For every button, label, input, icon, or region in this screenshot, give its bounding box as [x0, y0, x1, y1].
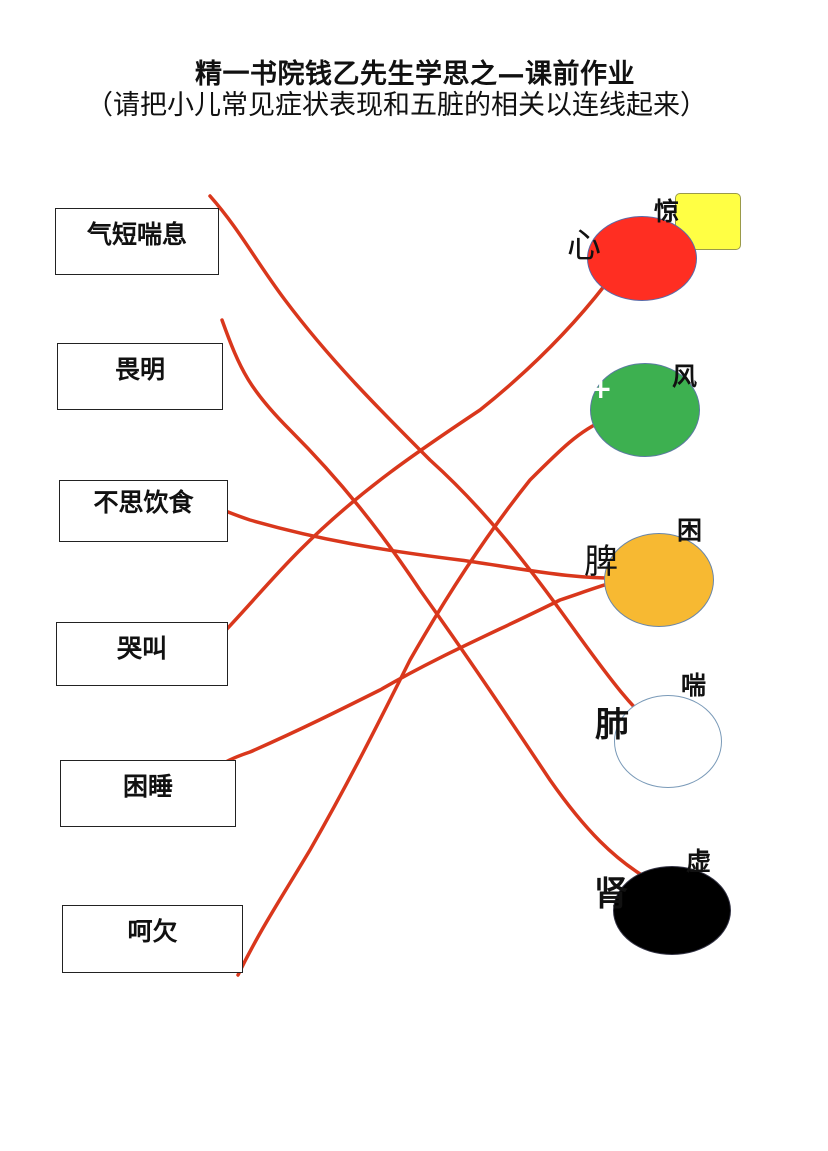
symptom-label: 气短喘息: [86, 220, 187, 249]
organ-label-fei: 肺: [595, 705, 629, 745]
symptom-box-weiming[interactable]: 畏明: [57, 343, 223, 410]
organ-circle-shen[interactable]: [613, 866, 731, 955]
organ-circle-fei[interactable]: [614, 695, 722, 788]
organ-label-shen: 肾: [594, 874, 628, 914]
symptom-label: 哭叫: [116, 634, 167, 663]
organ-circle-xin[interactable]: [587, 216, 697, 301]
line-busi-to-pi: [188, 498, 634, 580]
worksheet-title: 精一书院钱乙先生学思之—课前作业: [195, 59, 635, 90]
plus-icon: +: [589, 372, 613, 405]
symptom-box-kujiao[interactable]: 哭叫: [56, 622, 228, 686]
symptom-label: 困睡: [122, 772, 173, 801]
hint-kun: 困: [677, 516, 703, 545]
symptom-box-qiduan[interactable]: 气短喘息: [55, 208, 219, 275]
symptom-label: 不思饮食: [93, 488, 194, 517]
organ-circle-gan[interactable]: [590, 363, 700, 457]
line-haqian-to-gan: [236, 418, 607, 977]
hint-chuan: 喘: [681, 671, 707, 700]
organ-label-xin: 心: [567, 226, 601, 266]
symptom-label: 呵欠: [127, 917, 178, 946]
organ-circle-pi[interactable]: [604, 533, 714, 627]
line-kujiao-to-xin: [185, 255, 652, 670]
line-weiming-to-shen: [220, 318, 652, 882]
line-kunshui-to-pi: [202, 576, 634, 790]
worksheet-instruction: （请把小儿常见症状表现和五脏的相关以连线起来）: [86, 90, 707, 121]
symptom-box-busiyinshi[interactable]: 不思饮食: [59, 480, 228, 542]
symptom-label: 畏明: [114, 355, 165, 384]
symptom-box-haqian[interactable]: 呵欠: [62, 905, 243, 973]
hint-feng: 风: [672, 362, 698, 391]
hint-jing: 惊: [654, 197, 680, 226]
organ-label-pi: 脾: [584, 542, 618, 582]
line-qiduan-to-fei: [208, 194, 670, 740]
hint-xu: 虚: [686, 847, 712, 876]
symptom-box-kunshui[interactable]: 困睡: [60, 760, 236, 827]
